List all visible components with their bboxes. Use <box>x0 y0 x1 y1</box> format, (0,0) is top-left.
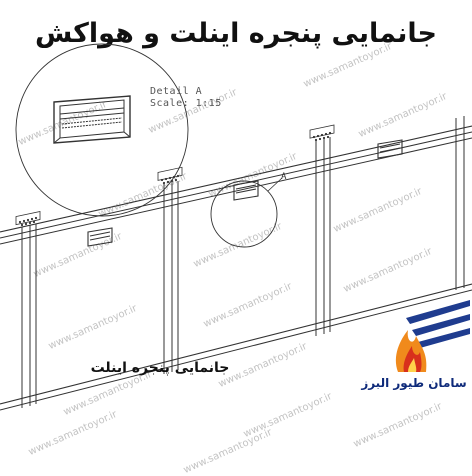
drawing-caption: جانمایی پنجره اینلت <box>90 360 230 376</box>
detail-scale: Scale: 1:15 <box>150 98 222 109</box>
inlet-window <box>377 139 403 159</box>
inlet-window <box>87 227 113 247</box>
detail-label: Detail A <box>150 86 203 97</box>
detail-circle <box>15 43 189 217</box>
column <box>163 181 179 374</box>
column <box>315 137 331 336</box>
brand-logo <box>395 300 470 372</box>
brand-name: سامان طیور البرز <box>361 376 467 390</box>
detail-marker-circle <box>210 180 278 248</box>
detail-marker-label: A <box>281 172 287 182</box>
column <box>455 116 465 290</box>
inlet-window <box>233 180 259 201</box>
column <box>21 224 37 408</box>
column-cap <box>15 211 41 226</box>
detail-window-frame <box>53 95 131 144</box>
